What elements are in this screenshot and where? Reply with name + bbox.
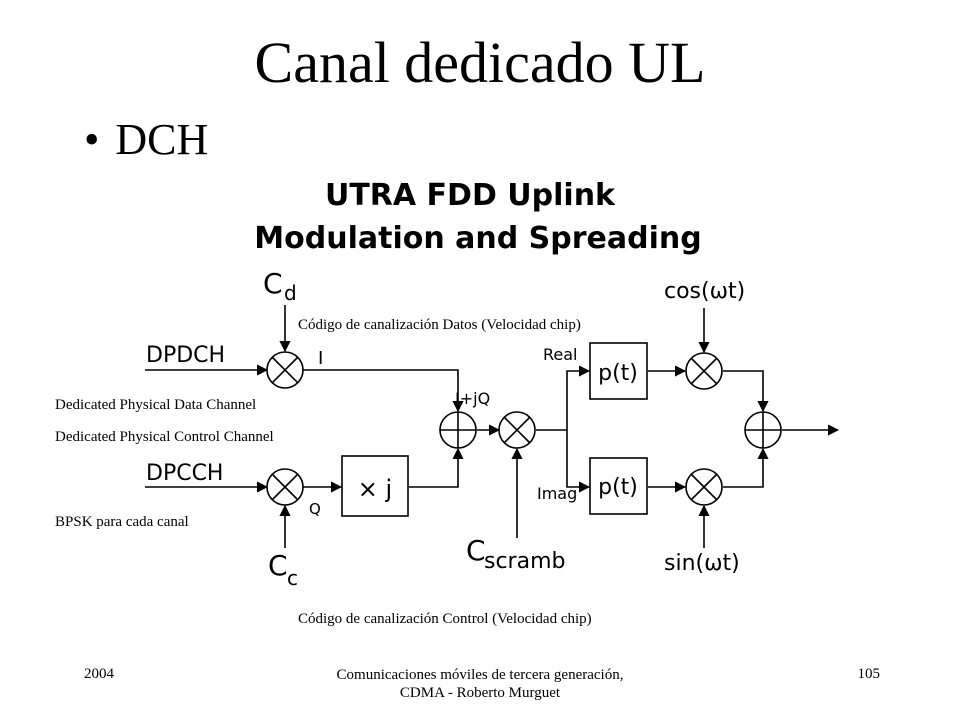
xj-block [341,455,409,517]
data-multiplier-icon [266,351,304,389]
real-label: Real [543,345,578,364]
control-code-annotation: Código de canalización Control (Velocida… [298,611,592,627]
bullet-text: DCH [115,115,209,164]
imag-label: Imag [537,484,577,503]
jq-branch-line [409,447,464,488]
pulse-shaping-upper-block [589,342,648,400]
scrambler-multiplier-icon [498,411,536,449]
control-multiplier-icon [266,468,304,506]
dpdch-name-annotation: Dedicated Physical Data Channel [55,397,257,413]
xj-block-label: × j [358,475,392,503]
diagram-title-line2: Modulation and Spreading [254,221,701,256]
cd-label: C d [263,267,297,305]
i-label: I [318,348,323,369]
slide-title: Canal dedicado UL [254,30,706,95]
real-branch-line [566,365,591,430]
i-branch-line [303,369,464,413]
bullet-item: • DCH [84,112,208,168]
svg-text:d: d [284,281,297,305]
q-label: Q [309,500,321,518]
svg-text:c: c [287,566,298,590]
diagram-title: UTRA FDD Uplink Modulation and Spreading [254,178,701,256]
imag-branch-line [566,430,591,493]
diagram-title-line1: UTRA FDD Uplink [325,178,616,213]
footer-page-number: 105 [857,666,881,682]
pulse-lower-label: p(t) [598,475,638,500]
iq-label: I+jQ [455,389,490,408]
pulse-upper-label: p(t) [598,361,638,386]
dpcch-name-annotation: Dedicated Physical Control Channel [55,429,274,445]
cos-carrier-label: cos(ωt) [664,279,745,304]
footer-title: Comunicaciones móviles de tercera genera… [336,667,624,701]
bpsk-annotation: BPSK para cada canal [55,514,189,530]
svg-text:scramb: scramb [484,549,565,574]
cc-label: C c [268,549,298,590]
footer-year: 2004 [84,666,114,682]
sin-multiplier-icon [685,468,723,506]
bullet-dot-icon: • [84,115,100,164]
data-code-annotation: Código de canalización Datos (Velocidad … [298,317,581,333]
cscramb-label: C scramb [466,534,565,574]
svg-text:C: C [268,549,288,582]
output-adder-icon [744,411,782,449]
cos-multiplier-icon [685,352,723,390]
lower-to-sum-line [723,447,769,488]
svg-text:C: C [466,534,486,567]
sin-carrier-label: sin(ωt) [664,551,740,576]
upper-to-sum-line [723,370,769,413]
iq-adder-icon [439,411,477,449]
pulse-shaping-lower-block [589,457,648,515]
dpdch-label: DPDCH [146,343,225,368]
dpcch-label: DPCCH [146,461,223,486]
svg-text:C: C [263,267,283,300]
